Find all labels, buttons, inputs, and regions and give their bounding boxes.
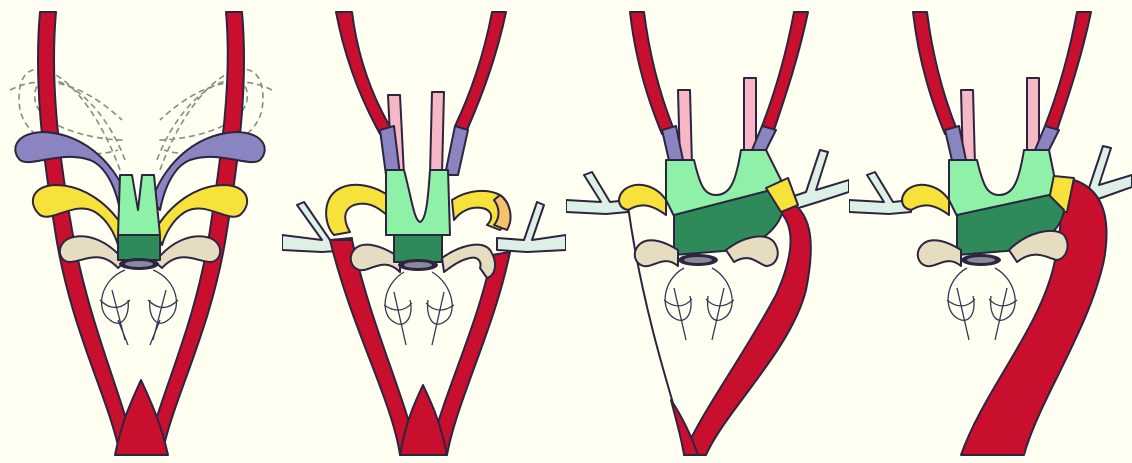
branch-right <box>849 172 911 214</box>
descending-aorta <box>671 400 698 455</box>
stage-4-diagram <box>849 0 1132 463</box>
stage-2-diagram <box>282 0 566 463</box>
arch-purple-left <box>445 126 468 175</box>
truncus-dark <box>394 235 442 262</box>
carotid-right <box>630 12 674 134</box>
stage-4-panel <box>849 0 1132 463</box>
carotid-right <box>913 12 957 134</box>
lung-bud-icon <box>947 268 1017 340</box>
arch-beige-right <box>351 245 400 272</box>
arch-pink-left <box>430 92 444 175</box>
stage-2-panel <box>282 0 566 463</box>
arch-yellow-right <box>326 185 394 235</box>
carotid-right <box>336 12 392 134</box>
left-dorsal-aorta <box>430 252 510 455</box>
arch-pink-left <box>744 78 756 150</box>
arch-beige-left <box>442 245 495 278</box>
arch-pink-left <box>1027 78 1039 150</box>
carotid-left <box>1045 12 1091 130</box>
stage-3-panel <box>566 0 849 463</box>
aortic-sac-light <box>386 170 450 235</box>
arch-beige-right <box>918 240 961 266</box>
carotid-left <box>762 12 808 130</box>
carotid-left <box>455 12 506 130</box>
branch-right <box>566 172 628 214</box>
aortic-sac-light <box>118 175 160 235</box>
arch-yellow-right <box>619 185 666 215</box>
stage-1-panel <box>0 0 282 463</box>
arch-beige-right <box>635 240 678 266</box>
arch-yellow-right <box>902 185 949 215</box>
truncus-dark <box>118 235 160 260</box>
lung-bud-icon <box>100 270 178 345</box>
lung-bud-icon <box>384 272 454 345</box>
stage-3-diagram <box>566 0 849 463</box>
stage-1-diagram <box>0 0 282 463</box>
lung-bud-icon <box>664 268 734 340</box>
